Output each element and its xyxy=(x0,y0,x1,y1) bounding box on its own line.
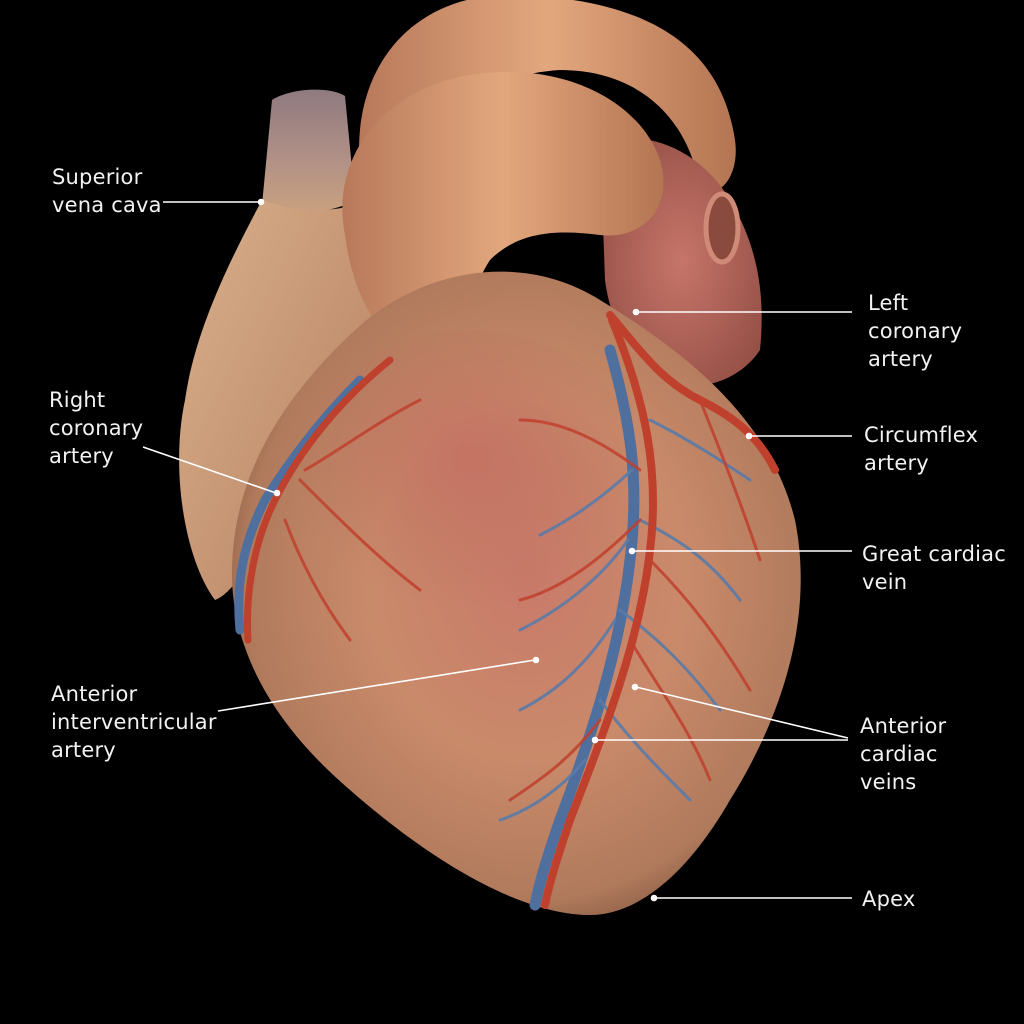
artery-branches xyxy=(283,398,762,802)
right-coronary-artery-path xyxy=(244,356,394,644)
anterior-interventricular-artery-path xyxy=(541,316,658,909)
right-side-vein-path xyxy=(234,375,365,635)
superior-vena-cava xyxy=(262,89,355,212)
aortic-arch xyxy=(359,0,736,193)
pulmonary-vessel-opening xyxy=(703,191,741,265)
label-anterior-cardiac-veins: Anterior cardiac veins xyxy=(860,714,947,794)
right-atrium xyxy=(179,200,373,600)
leader-anterior-cardiac-veins-a xyxy=(635,686,849,739)
label-apex: Apex xyxy=(862,887,916,911)
leader-lines xyxy=(142,198,852,902)
label-left-coronary-artery: Left coronary artery xyxy=(868,291,963,371)
label-right-coronary-artery: Right coronary artery xyxy=(49,388,144,468)
leader-right-coronary-artery xyxy=(142,446,277,494)
label-superior-vena-cava: Superior vena cava xyxy=(52,165,162,217)
ascending-aorta xyxy=(342,71,664,347)
leader-anterior-interventricular-artery xyxy=(217,659,536,712)
label-great-cardiac-vein: Great cardiac vein xyxy=(862,542,1007,594)
label-anterior-interventricular-artery: Anterior interventricular artery xyxy=(51,682,217,762)
label-circumflex-artery: Circumflex artery xyxy=(864,423,979,475)
ventricle-highlight xyxy=(300,330,640,610)
great-cardiac-vein-path xyxy=(529,344,640,911)
